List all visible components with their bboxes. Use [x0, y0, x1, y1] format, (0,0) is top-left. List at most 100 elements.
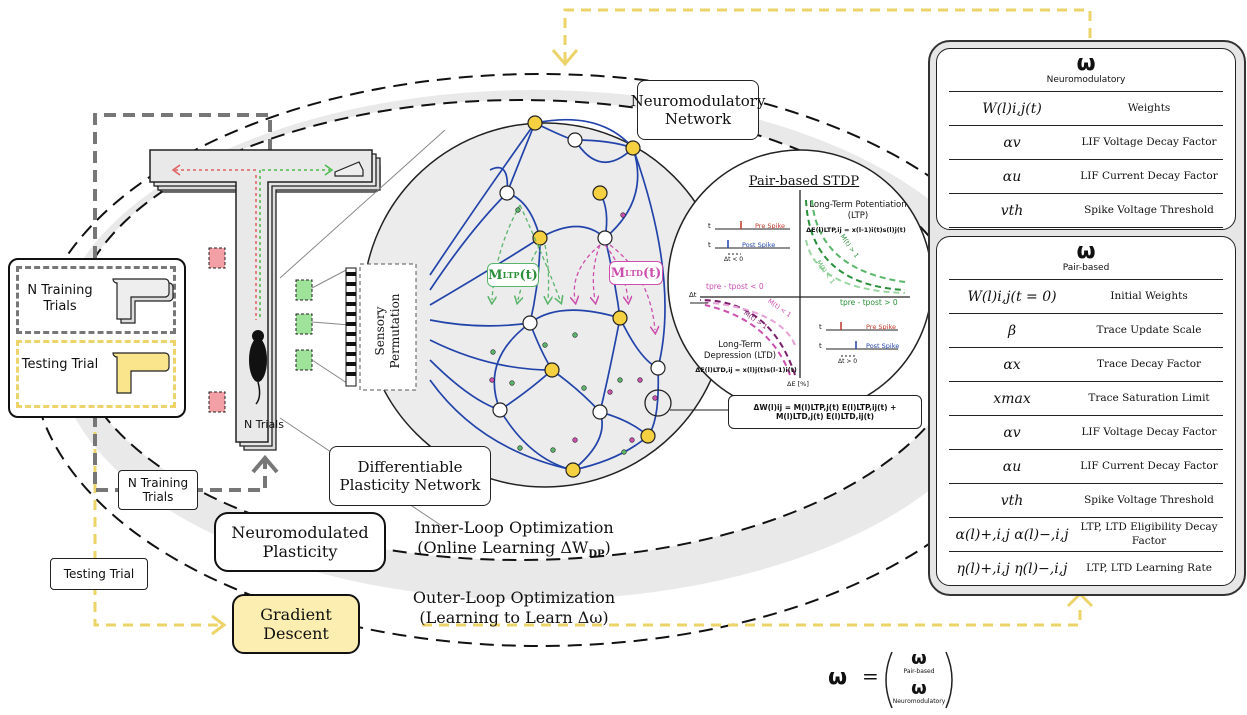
mouse-icon [249, 338, 267, 382]
mini-t-maze-yellow [112, 352, 170, 394]
stdp-ltp-eq: ΔE(l)LTP,ij = x(l-1)i(t)s(l)j(t) [806, 226, 906, 234]
stdp-t-ltd-post: t [819, 342, 822, 350]
panel-return-arrow [420, 610, 1082, 627]
n-trials-label: N Trials [244, 418, 284, 431]
outer-loop-label: Outer-Loop Optimization (Learning to Lea… [412, 588, 616, 627]
stdp-post-spike-ltp: Post Spike [742, 241, 776, 249]
stdp-t-ltp-pre: t [708, 222, 711, 230]
param-symbol: W(l)i,j(t) [982, 100, 1042, 117]
mini-t-maze-gray [112, 278, 174, 324]
omega-neuromod-symbol: ω [1076, 51, 1096, 76]
param-description: LIF Voltage Decay Factor [1081, 135, 1217, 148]
omega-eq-bottom: ω Neuromodulatory [892, 678, 946, 706]
testing-trial-section: Testing Trial [16, 340, 176, 408]
param-row: αu LIF Current Decay Factor [949, 450, 1223, 484]
param-row: W(l)i,j(t) Weights [949, 92, 1223, 126]
param-description: LIF Voltage Decay Factor [1081, 425, 1217, 438]
param-symbol: vth [1000, 492, 1024, 509]
pre-post-spike-plot-ltd [826, 322, 898, 357]
param-description: LTP, LTD Eligibility Decay Factor [1080, 521, 1218, 547]
cue-red [208, 391, 226, 413]
param-description: Weights [1127, 101, 1171, 114]
param-symbol: vth [1000, 202, 1024, 219]
stdp-dt-neg: Δt < 0 [724, 256, 744, 263]
param-description: LTP, LTD Learning Rate [1086, 561, 1212, 574]
param-symbol: αx [1003, 356, 1021, 373]
stdp-curves [699, 199, 906, 376]
omega-eq-lhs: ω [828, 665, 848, 690]
param-symbol: αv [1003, 134, 1021, 151]
outer-loop-arrow-top [563, 8, 1092, 62]
stdp-axes [700, 190, 910, 378]
omega-neuromod-caption: Neuromodulatory [1046, 75, 1126, 85]
network-edges [429, 118, 666, 471]
param-description: LIF Current Decay Factor [1080, 459, 1218, 472]
param-description: Trace Decay Factor [1097, 357, 1202, 370]
stdp-t-ltp-post: t [708, 241, 711, 249]
stdp-post-spike-ltd: Post Spike [866, 342, 900, 350]
param-description: Spike Voltage Threshold [1084, 203, 1214, 216]
omega-eq-top: ω Pair-based [903, 648, 935, 676]
param-description: Trace Saturation Limit [1088, 391, 1210, 404]
n-training-trials-arrow-label: N Training Trials [118, 470, 198, 510]
stdp-title: Pair-based STDP [748, 174, 860, 189]
param-symbol: W(l)i,j(t = 0) [967, 288, 1057, 305]
omega-pair-symbol: ω [1076, 239, 1096, 264]
param-symbol: β [1007, 322, 1017, 339]
inner-loop-label: Inner-Loop Optimization (Online Learning… [414, 518, 614, 561]
param-description: LIF Current Decay Factor [1080, 169, 1218, 182]
gradient-arrow [93, 415, 222, 627]
param-symbol: αu [1002, 168, 1022, 185]
stdp-tpre-tpost-neg: tpre - tpost < 0 [706, 282, 764, 291]
stdp-pre-spike-ltp: Pre Spike [755, 222, 785, 230]
param-symbol: α(l)+,i,j α(l)−,i,j [955, 526, 1069, 543]
testing-trial-text: Testing Trial [21, 357, 99, 372]
param-description: Spike Voltage Threshold [1084, 493, 1214, 506]
stdp-ltd-eq: ΔE(l)LTD,ij = x(l)j(t)s(l-1)i(t) [695, 366, 797, 374]
param-description: Trace Update Scale [1096, 323, 1202, 336]
gradient-descent-box: Gradient Descent [232, 594, 360, 654]
testing-trial-arrow-label: Testing Trial [50, 558, 148, 590]
param-row: vth Spike Voltage Threshold [949, 194, 1223, 228]
stdp-axis-de: ΔE [%] [787, 380, 809, 388]
param-description: Initial Weights [1110, 289, 1188, 302]
pair-based-params-panel: ω Pair-based W(l)i,j(t = 0) Initial Weigh… [936, 236, 1236, 586]
trials-box: N Training Trials Testing Trial [8, 258, 186, 418]
param-row: αu LIF Current Decay Factor [949, 160, 1223, 194]
stdp-dt-pos: Δt > 0 [838, 358, 858, 365]
sensory-permutation-label: Sensory Permutation [373, 293, 402, 369]
training-loop-arrow [93, 113, 272, 258]
omega-eq-equals: = [862, 664, 879, 688]
synapse-highlight [644, 389, 672, 417]
param-symbol: αu [1002, 458, 1022, 475]
stdp-t-ltd-pre: t [819, 323, 822, 331]
param-symbol: αv [1003, 424, 1021, 441]
cheese-icon [334, 161, 364, 177]
cue-red [208, 247, 226, 269]
param-row: α(l)+,i,j α(l)−,i,j LTP, LTD Eligibility … [949, 518, 1223, 552]
neuromodulatory-network-label: Neuromodulatory Network [631, 80, 765, 140]
omega-pair-caption: Pair-based [1062, 263, 1110, 273]
param-row: αv LIF Voltage Decay Factor [949, 126, 1223, 160]
param-row: αv LIF Voltage Decay Factor [949, 416, 1223, 450]
differentiable-plasticity-network-label: Differentiable Plasticity Network [329, 446, 491, 506]
weight-update-equation: ΔW(l)ij = M(l)LTP,j(t) E(l)LTP,ij(t) + M… [728, 395, 922, 429]
stdp-ltd-label: Long-Term Depression (LTD) [703, 340, 777, 361]
pre-post-spike-plot-ltp [715, 221, 790, 255]
n-training-trials-text: N Training Trials [27, 283, 93, 315]
cue-green [295, 349, 313, 371]
stdp-pre-spike-ltd: Pre Spike [866, 323, 896, 331]
t-maze [149, 149, 381, 451]
stdp-tpre-tpost-pos: tpre - tpost > 0 [840, 298, 898, 307]
neuromodulated-plasticity-box: Neuromodulated Plasticity [214, 512, 386, 572]
cue-green [295, 279, 313, 301]
param-row: xmax Trace Saturation Limit [949, 382, 1223, 416]
stdp-ltp-label: Long-Term Potentiation (LTP) [809, 200, 907, 221]
param-row: β Trace Update Scale [949, 314, 1223, 348]
param-symbol: xmax [993, 390, 1031, 407]
